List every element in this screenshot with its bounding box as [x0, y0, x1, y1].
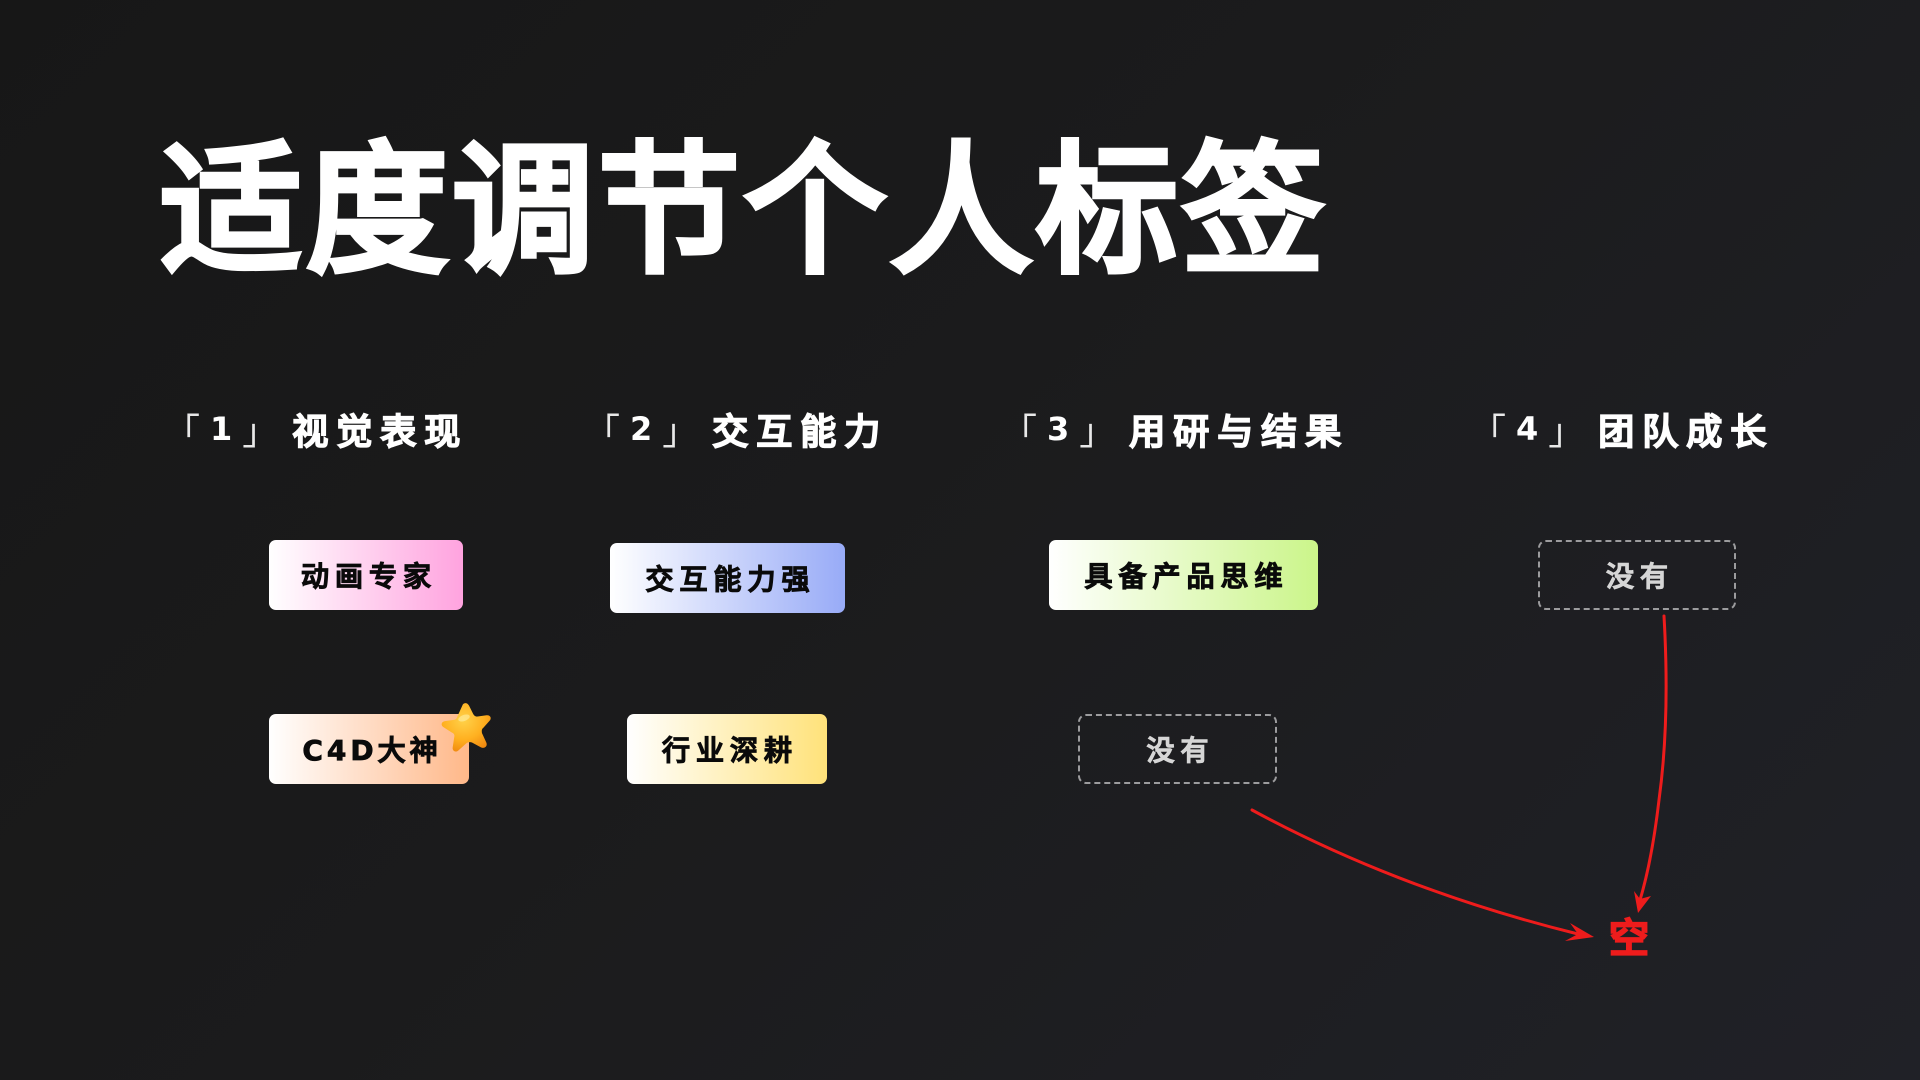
column-heading: 团队成长: [1598, 411, 1775, 453]
tag-label: 具备产品思维: [1084, 560, 1289, 594]
bracket-close: 」: [242, 412, 279, 453]
bracket-open: 「: [164, 412, 201, 453]
column-header-1: 「 1 」 视觉表现: [164, 404, 468, 454]
column-number: 4: [1516, 410, 1539, 448]
tag-strong-interaction: 交互能力强: [610, 543, 845, 613]
tag-label: C4D大神: [302, 734, 442, 768]
arrow-curve-icon: [1250, 808, 1580, 936]
column-header-2: 「 2 」 交互能力: [584, 404, 888, 454]
tag-empty-placeholder: 没有: [1538, 540, 1736, 610]
column-header-4: 「 4 」 团队成长: [1470, 404, 1774, 454]
bracket-open: 「: [1470, 412, 1507, 453]
bracket-close: 」: [662, 412, 699, 453]
arrow-curve-icon: [1638, 614, 1668, 902]
column-heading: 视觉表现: [292, 411, 469, 453]
tag-animation-expert: 动画专家: [269, 540, 463, 610]
column-number: 2: [630, 410, 653, 448]
tag-c4d-master: C4D大神: [269, 714, 469, 784]
column-header-3: 「 3 」 用研与结果: [1001, 404, 1349, 454]
tag-label: 没有: [1146, 734, 1215, 768]
tag-label: 行业深耕: [661, 734, 798, 768]
tag-empty-placeholder: 没有: [1078, 714, 1277, 784]
column-number: 3: [1047, 410, 1070, 448]
tag-label: 交互能力强: [645, 563, 816, 597]
arrowhead-icon: [1634, 891, 1651, 913]
result-empty-label: 空: [1608, 915, 1650, 963]
page-title: 适度调节个人标签: [159, 129, 1328, 294]
tag-product-thinking: 具备产品思维: [1049, 540, 1318, 610]
column-heading: 用研与结果: [1129, 411, 1350, 453]
tag-label: 动画专家: [300, 560, 437, 594]
tag-industry-depth: 行业深耕: [627, 714, 827, 784]
tag-label: 没有: [1605, 560, 1674, 594]
column-number: 1: [210, 410, 233, 448]
arrowhead-icon: [1565, 923, 1594, 941]
bracket-open: 「: [1001, 412, 1038, 453]
bracket-close: 」: [1548, 412, 1585, 453]
column-heading: 交互能力: [712, 411, 889, 453]
bracket-close: 」: [1079, 412, 1116, 453]
star-icon: [441, 703, 491, 752]
bracket-open: 「: [584, 412, 621, 453]
